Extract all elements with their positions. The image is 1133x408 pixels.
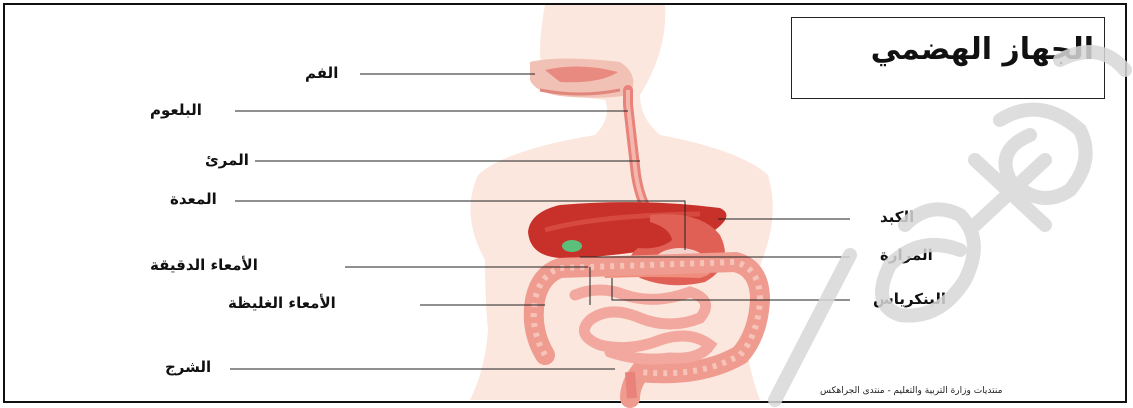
gallbladder-organ <box>562 240 582 252</box>
label-large-intestine: الأمعاء الغليظة <box>228 294 336 312</box>
label-stomach: المعدة <box>170 190 217 208</box>
diagram-title: الجهاز الهضمي <box>871 32 1094 67</box>
label-esophagus: المرئ <box>205 151 249 169</box>
label-small-intestine: الأمعاء الدقيقة <box>150 256 258 274</box>
label-pancreas: البنكرياس <box>873 290 946 308</box>
label-gallbladder: المرارة <box>880 246 933 264</box>
label-pharynx: البلعوم <box>150 101 202 119</box>
title-box: الجهاز الهضمي <box>791 17 1105 99</box>
label-rectum: الشرج <box>165 358 211 376</box>
footer-credit: منتديات وزارة التربية والتعليم - منتدى ا… <box>820 386 1002 396</box>
label-mouth: الفم <box>305 64 338 82</box>
label-liver: الكبد <box>880 208 914 226</box>
